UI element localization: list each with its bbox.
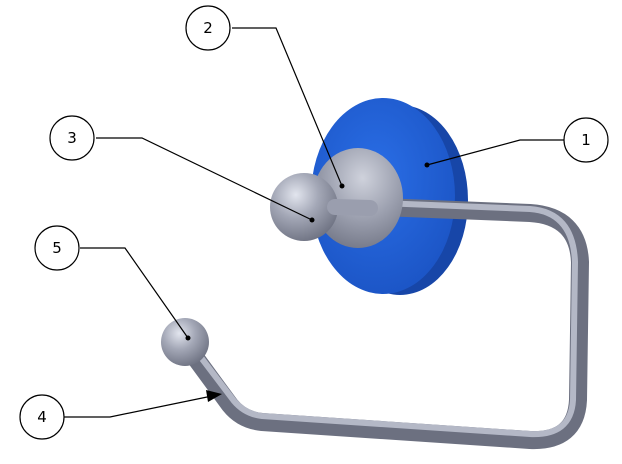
balloon-1-circle	[563, 117, 609, 163]
mount-dome	[313, 148, 403, 248]
rod-stub	[327, 199, 378, 216]
balloon-5: 5	[34, 225, 80, 271]
balloon-4-circle	[19, 394, 65, 440]
balloon-1-label: 1	[581, 131, 591, 149]
leader-2	[232, 27, 343, 187]
end-ball	[161, 318, 209, 366]
balloon-3-circle	[49, 115, 95, 161]
leader-dot-3	[309, 217, 315, 223]
leader-4	[64, 395, 213, 418]
leader-1	[426, 139, 564, 166]
leader-lines	[64, 27, 564, 418]
rod-highlight	[187, 198, 578, 438]
balloon-5-label: 5	[52, 239, 62, 257]
leader-dots	[185, 162, 430, 341]
leader-dot-1	[424, 162, 430, 168]
hub-ball	[270, 173, 338, 241]
bent-rod	[177, 196, 589, 450]
balloon-2-label: 2	[203, 19, 213, 37]
balloon-4-label: 4	[37, 408, 47, 426]
balloon-1: 1	[563, 117, 609, 163]
balloon-3: 3	[49, 115, 95, 161]
balloon-2: 2	[185, 5, 231, 51]
leader-dot-5	[185, 335, 191, 341]
balloon-3-label: 3	[67, 129, 77, 147]
leader-3	[96, 137, 313, 221]
balloon-2-circle	[185, 5, 231, 51]
leader-4-arrowhead	[206, 390, 222, 402]
balloon-5-circle	[34, 225, 80, 271]
balloon-4: 4	[19, 394, 65, 440]
leader-5	[80, 247, 189, 339]
leader-dot-2	[339, 183, 345, 189]
